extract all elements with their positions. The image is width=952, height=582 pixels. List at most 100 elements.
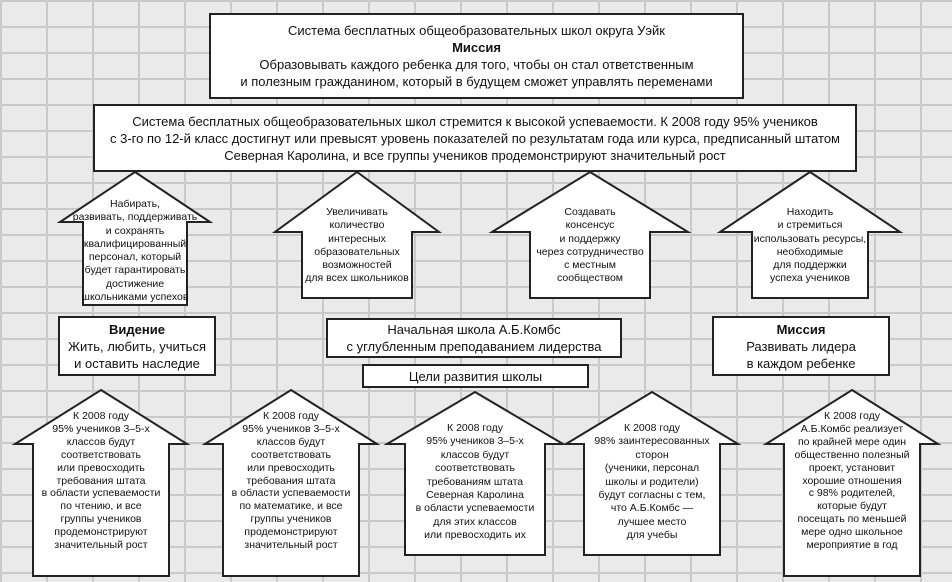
lower-arrow-1-line: 95% учеников 3–5-х bbox=[52, 422, 150, 435]
lower-arrow-2-line: по математике, и все bbox=[239, 500, 343, 513]
lower-arrow-5-line: с 98% родителей, bbox=[808, 487, 896, 500]
lower-arrow-4-line: школы и родители) bbox=[605, 475, 699, 488]
lower-arrow-3-line: Северная Каролина bbox=[426, 489, 524, 502]
upper-arrow-3-line: с местным bbox=[564, 259, 616, 272]
upper-arrow-1-line: Набирать, bbox=[110, 198, 160, 210]
lower-arrow-5-line: проект, установит bbox=[808, 461, 896, 474]
lower-arrow-4-line: (ученики, персонал bbox=[604, 462, 700, 475]
lower-arrow-2-line: требования штата bbox=[246, 474, 336, 487]
upper-arrow-2-line: Увеличивать bbox=[326, 206, 388, 218]
lower-arrow-5-line: которые будут bbox=[817, 500, 887, 513]
lower-arrow-2-line: группы учеников bbox=[250, 513, 332, 526]
upper-arrow-3-line: сообществом bbox=[557, 272, 623, 285]
lower-arrow-3-line: требованиям штата bbox=[426, 475, 524, 488]
lower-arrow-2-line: К 2008 году bbox=[263, 410, 319, 422]
lower-arrow-2-line: или превосходить bbox=[247, 461, 335, 474]
upper-arrow-3-line: через сотрудничество bbox=[536, 245, 644, 258]
lower-arrow-4-line: лучшее место bbox=[617, 515, 687, 528]
upper-arrow-2-line: количество bbox=[329, 219, 385, 232]
school-name-1: Начальная школа А.Б.Комбс bbox=[387, 322, 561, 337]
upper-arrow-2-line: для всех школьников bbox=[305, 272, 409, 285]
upper-arrow-1-line: будет гарантировать bbox=[84, 264, 186, 277]
lower-arrow-3-line: в области успеваемости bbox=[415, 502, 535, 515]
upper-arrow-1-line: достижение bbox=[105, 277, 165, 290]
upper-arrow-4-line: необходимые bbox=[776, 245, 844, 258]
lower-arrow-3-line: соответствовать bbox=[435, 462, 515, 475]
upper-arrow-1-line: персонал, который bbox=[88, 251, 182, 264]
lower-arrow-5-line: посещать по меньшей bbox=[797, 513, 907, 526]
upper-arrow-2-line: образовательных bbox=[314, 245, 400, 258]
lower-arrow-5-line: общественно полезный bbox=[794, 448, 910, 461]
district-mission-text-1: Образовывать каждого ребенка для того, ч… bbox=[259, 57, 694, 72]
lower-arrow-5-line: по крайней мере один bbox=[797, 435, 907, 448]
lower-arrow-1-line: требования штата bbox=[56, 474, 146, 487]
lower-arrow-shape-3 bbox=[383, 390, 567, 556]
lower-arrow-shape-4 bbox=[562, 390, 742, 556]
lower-arrow-4-line: что А.Б.Комбс — bbox=[610, 502, 694, 515]
school-mission-text-1: Развивать лидера bbox=[746, 338, 856, 354]
school-name-box: Начальная школа А.Б.Комбс с углубленным … bbox=[326, 318, 622, 358]
upper-arrow-4-line: для поддержки bbox=[773, 259, 847, 272]
school-mission-text-2: в каждом ребенке bbox=[746, 355, 856, 371]
upper-arrow-1-line: и сохранять bbox=[105, 224, 165, 237]
lower-arrow-1-line: продемонстрируют bbox=[54, 526, 148, 539]
lower-arrow-3-line: классов будут bbox=[440, 448, 510, 461]
upper-arrow-4-line: и стремиться bbox=[777, 219, 843, 232]
upper-arrow-shape-2 bbox=[271, 170, 443, 299]
upper-arrow-1-line: школьниками успехов bbox=[81, 291, 189, 304]
lower-arrow-shape-5 bbox=[762, 388, 942, 577]
upper-arrow-2-line: интересных bbox=[328, 232, 386, 245]
lower-arrow-1-line: по чтению, и все bbox=[60, 500, 142, 513]
lower-arrow-1-line: в области успеваемости bbox=[41, 487, 161, 500]
lower-arrow-1-line: или превосходить bbox=[57, 461, 145, 474]
upper-arrow-3-line: Создавать bbox=[564, 206, 616, 218]
school-goals-label: Цели развития школы bbox=[408, 368, 543, 384]
upper-arrow-3-line: консенсус bbox=[565, 219, 615, 232]
lower-arrow-4-line: для учебы bbox=[626, 529, 678, 542]
lower-arrow-5-line: К 2008 году bbox=[824, 410, 880, 422]
upper-arrow-shape-4 bbox=[716, 170, 904, 299]
upper-arrow-1-line: квалифицированный bbox=[83, 237, 187, 250]
lower-arrow-5-line: хорошие отношения bbox=[802, 474, 902, 487]
lower-arrow-2-line: 95% учеников 3–5-х bbox=[242, 422, 340, 435]
district-goal-box: Система бесплатных общеобразовательных ш… bbox=[93, 104, 857, 172]
lower-arrow-shape-2 bbox=[201, 388, 381, 577]
vision-box: Видение Жить, любить, учиться и оставить… bbox=[58, 316, 216, 376]
upper-arrow-3-line: и поддержку bbox=[559, 232, 621, 245]
lower-arrow-1-line: классов будут bbox=[66, 435, 136, 448]
upper-arrow-2-line: возможностей bbox=[322, 259, 392, 272]
lower-arrow-3-line: для этих классов bbox=[433, 515, 517, 528]
vision-title: Видение bbox=[109, 321, 165, 337]
vision-text-1: Жить, любить, учиться bbox=[67, 338, 206, 354]
upper-arrow-4-line: успеха учеников bbox=[770, 272, 850, 285]
district-mission-title: Миссия bbox=[452, 40, 501, 55]
district-mission-box: Система бесплатных общеобразовательных ш… bbox=[209, 13, 744, 99]
upper-arrow-1-line: развивать, поддерживать bbox=[72, 211, 198, 224]
lower-arrow-2-line: соответствовать bbox=[251, 448, 331, 461]
lower-arrow-2-line: значительный рост bbox=[244, 539, 338, 552]
lower-arrow-1-line: К 2008 году bbox=[73, 410, 129, 422]
upper-arrow-4-line: использовать ресурсы, bbox=[753, 232, 867, 245]
lower-arrow-5-line: мере одно школьное bbox=[801, 526, 903, 539]
upper-arrow-shape-1 bbox=[56, 170, 214, 306]
vision-text-2: и оставить наследие bbox=[74, 355, 200, 371]
district-mission-text-2: и полезным гражданином, который в будуще… bbox=[240, 74, 713, 89]
lower-arrow-shape-1 bbox=[11, 388, 191, 577]
school-goals-label-box: Цели развития школы bbox=[362, 364, 589, 388]
lower-arrow-1-line: группы учеников bbox=[60, 513, 142, 526]
